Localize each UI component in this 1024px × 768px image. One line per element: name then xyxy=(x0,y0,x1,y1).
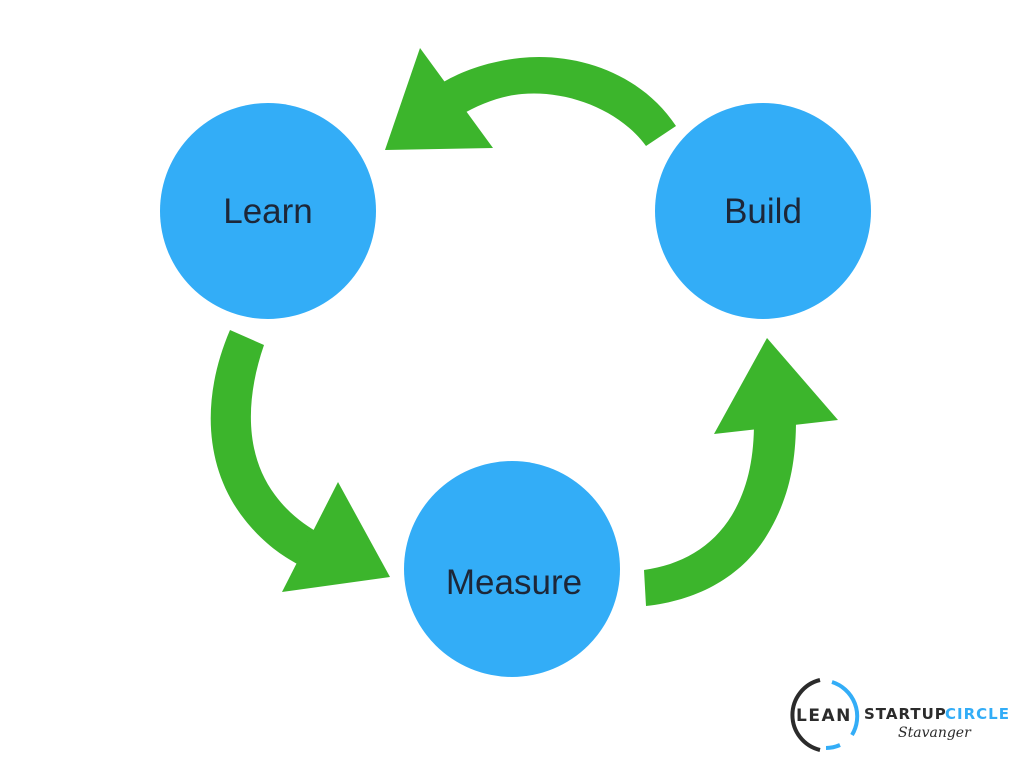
arrow-measure-to-build xyxy=(644,338,838,606)
logo-word-lean: LEAN xyxy=(796,706,852,726)
arrow-learn-to-measure-shaft xyxy=(210,330,322,568)
arrow-measure-to-build-head xyxy=(714,338,838,434)
logo-ring-accent xyxy=(831,680,860,737)
logo-city: Stavanger xyxy=(898,725,972,741)
logo-ring-dark xyxy=(790,678,821,752)
arrow-build-to-learn-shaft xyxy=(440,56,676,146)
arrow-learn-to-measure-head xyxy=(282,482,390,592)
node-measure: Measure xyxy=(404,461,620,677)
node-build: Build xyxy=(655,103,871,319)
arrow-build-to-learn-head xyxy=(385,48,493,150)
arrow-learn-to-measure xyxy=(210,330,390,592)
node-measure-circle xyxy=(404,461,620,677)
logo-word-circle: CIRCLE xyxy=(945,705,1010,723)
node-build-circle xyxy=(655,103,871,319)
logo-ring-accent-small xyxy=(825,743,841,750)
node-learn-circle xyxy=(160,103,376,319)
node-build-label: Build xyxy=(724,192,802,231)
arrow-measure-to-build-shaft xyxy=(644,420,796,606)
node-learn-label: Learn xyxy=(223,192,313,231)
arrow-build-to-learn xyxy=(385,48,676,150)
lean-startup-circle-logo: LEAN STARTUP CIRCLE Stavanger xyxy=(790,678,1010,752)
node-learn: Learn xyxy=(160,103,376,319)
node-measure-label: Measure xyxy=(446,563,582,602)
logo-word-startup: STARTUP xyxy=(864,705,947,723)
